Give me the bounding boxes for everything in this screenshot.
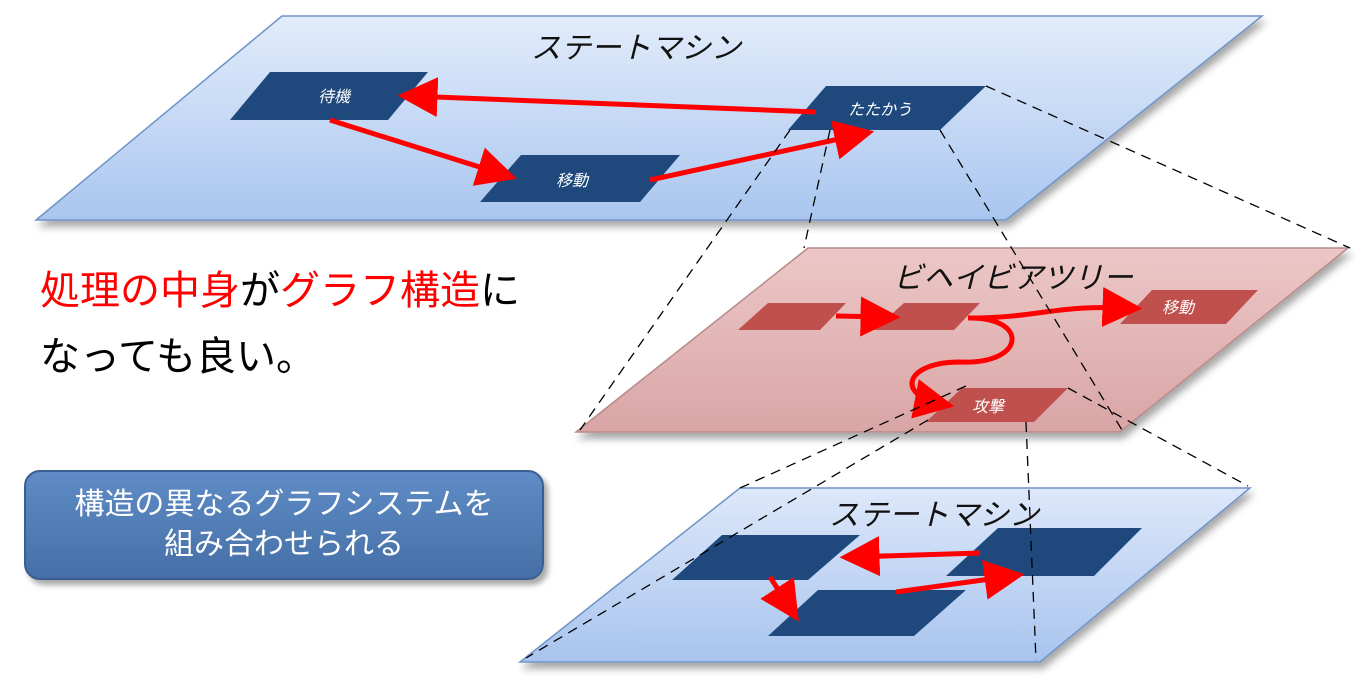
bt-node-attack-label: 攻撃 bbox=[972, 397, 1006, 416]
bt-node-1 bbox=[738, 303, 846, 330]
middle-plane-title: ビヘイビアツリー bbox=[893, 261, 1134, 296]
bt-node-attack: 攻撃 bbox=[926, 388, 1068, 422]
arrow-bt-2-to-attack bbox=[909, 315, 1015, 419]
bottom-plane-title: ステートマシン bbox=[829, 498, 1041, 533]
top-plane bbox=[33, 15, 1265, 221]
sm-node-3 bbox=[768, 590, 966, 636]
bt-node-move: 移動 bbox=[1120, 290, 1258, 324]
bt-node-move-label: 移動 bbox=[1162, 298, 1196, 317]
callout-box: 構造の異なるグラフシステムを 組み合わせられる bbox=[24, 470, 544, 580]
node-move: 移動 bbox=[480, 155, 680, 202]
arrow-fight-to-wait bbox=[397, 77, 817, 118]
node-wait-label: 待機 bbox=[318, 87, 352, 106]
projection-lines bbox=[525, 85, 1351, 661]
caption: 処理の中身がグラフ構造に なっても良い。 bbox=[40, 258, 520, 390]
arrow-sm-3-to-2 bbox=[895, 559, 1025, 600]
arrow-move-to-fight bbox=[649, 120, 875, 183]
arrow-sm-1-to-3 bbox=[760, 575, 799, 622]
top-plane-title: ステートマシン bbox=[531, 31, 743, 66]
node-move-label: 移動 bbox=[556, 171, 590, 190]
callout-line-2: 組み合わせられる bbox=[164, 527, 404, 562]
node-wait: 待機 bbox=[230, 72, 428, 120]
caption-highlight-2: グラフ構造 bbox=[280, 268, 480, 314]
arrow-sm-2-to-1 bbox=[839, 536, 981, 577]
caption-line-1: 処理の中身がグラフ構造に bbox=[40, 258, 520, 324]
bt-node-2 bbox=[874, 303, 980, 330]
caption-highlight-1: 処理の中身 bbox=[40, 268, 240, 314]
caption-text-1: が bbox=[240, 268, 280, 314]
caption-line-2: なっても良い。 bbox=[40, 334, 316, 380]
arrow-bt-1-to-2 bbox=[835, 296, 901, 337]
caption-text-2: に bbox=[480, 268, 520, 314]
node-fight: たたかう bbox=[788, 86, 986, 130]
arrow-bt-2-to-move bbox=[967, 286, 1143, 327]
callout-line-1: 構造の異なるグラフシステムを bbox=[74, 487, 494, 522]
sm-node-1 bbox=[672, 535, 860, 580]
node-fight-label: たたかう bbox=[848, 100, 912, 119]
arrow-wait-to-move bbox=[329, 117, 517, 186]
